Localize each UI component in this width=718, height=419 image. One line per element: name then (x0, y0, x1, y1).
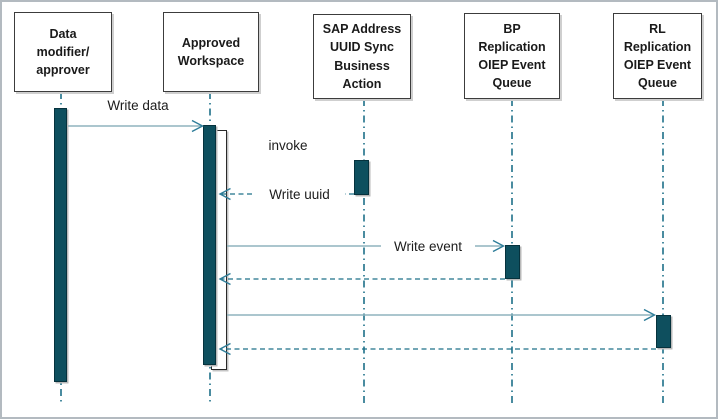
actor-box-rl-replication-queue: RL Replication OIEP Event Queue (613, 13, 702, 99)
actor-box-sap-address-uuid-sync: SAP Address UUID Sync Business Action (313, 14, 411, 99)
arrowhead-write-data (191, 119, 205, 133)
arrowhead-write-event (492, 239, 506, 253)
activation-bar-data-modifier-approver (54, 108, 67, 382)
actor-box-approved-workspace: Approved Workspace (163, 12, 259, 92)
message-label-write-event: Write event (381, 238, 475, 255)
message-label-write-data: Write data (107, 98, 169, 113)
actor-box-data-modifier-approver: Data modifier/ approver (14, 12, 112, 92)
activation-bar-rl-replication-queue (656, 315, 671, 348)
message-label-invoke: invoke (268, 138, 308, 153)
arrowhead-rl-event (643, 308, 657, 322)
activation-bar-bp-replication-queue (505, 245, 520, 279)
message-label-write-uuid: Write uuid (254, 186, 345, 203)
activation-bar-approved-workspace (203, 125, 216, 365)
activation-bar-sap-address-uuid-sync (354, 160, 369, 195)
actor-box-bp-replication-queue: BP Replication OIEP Event Queue (464, 13, 560, 99)
